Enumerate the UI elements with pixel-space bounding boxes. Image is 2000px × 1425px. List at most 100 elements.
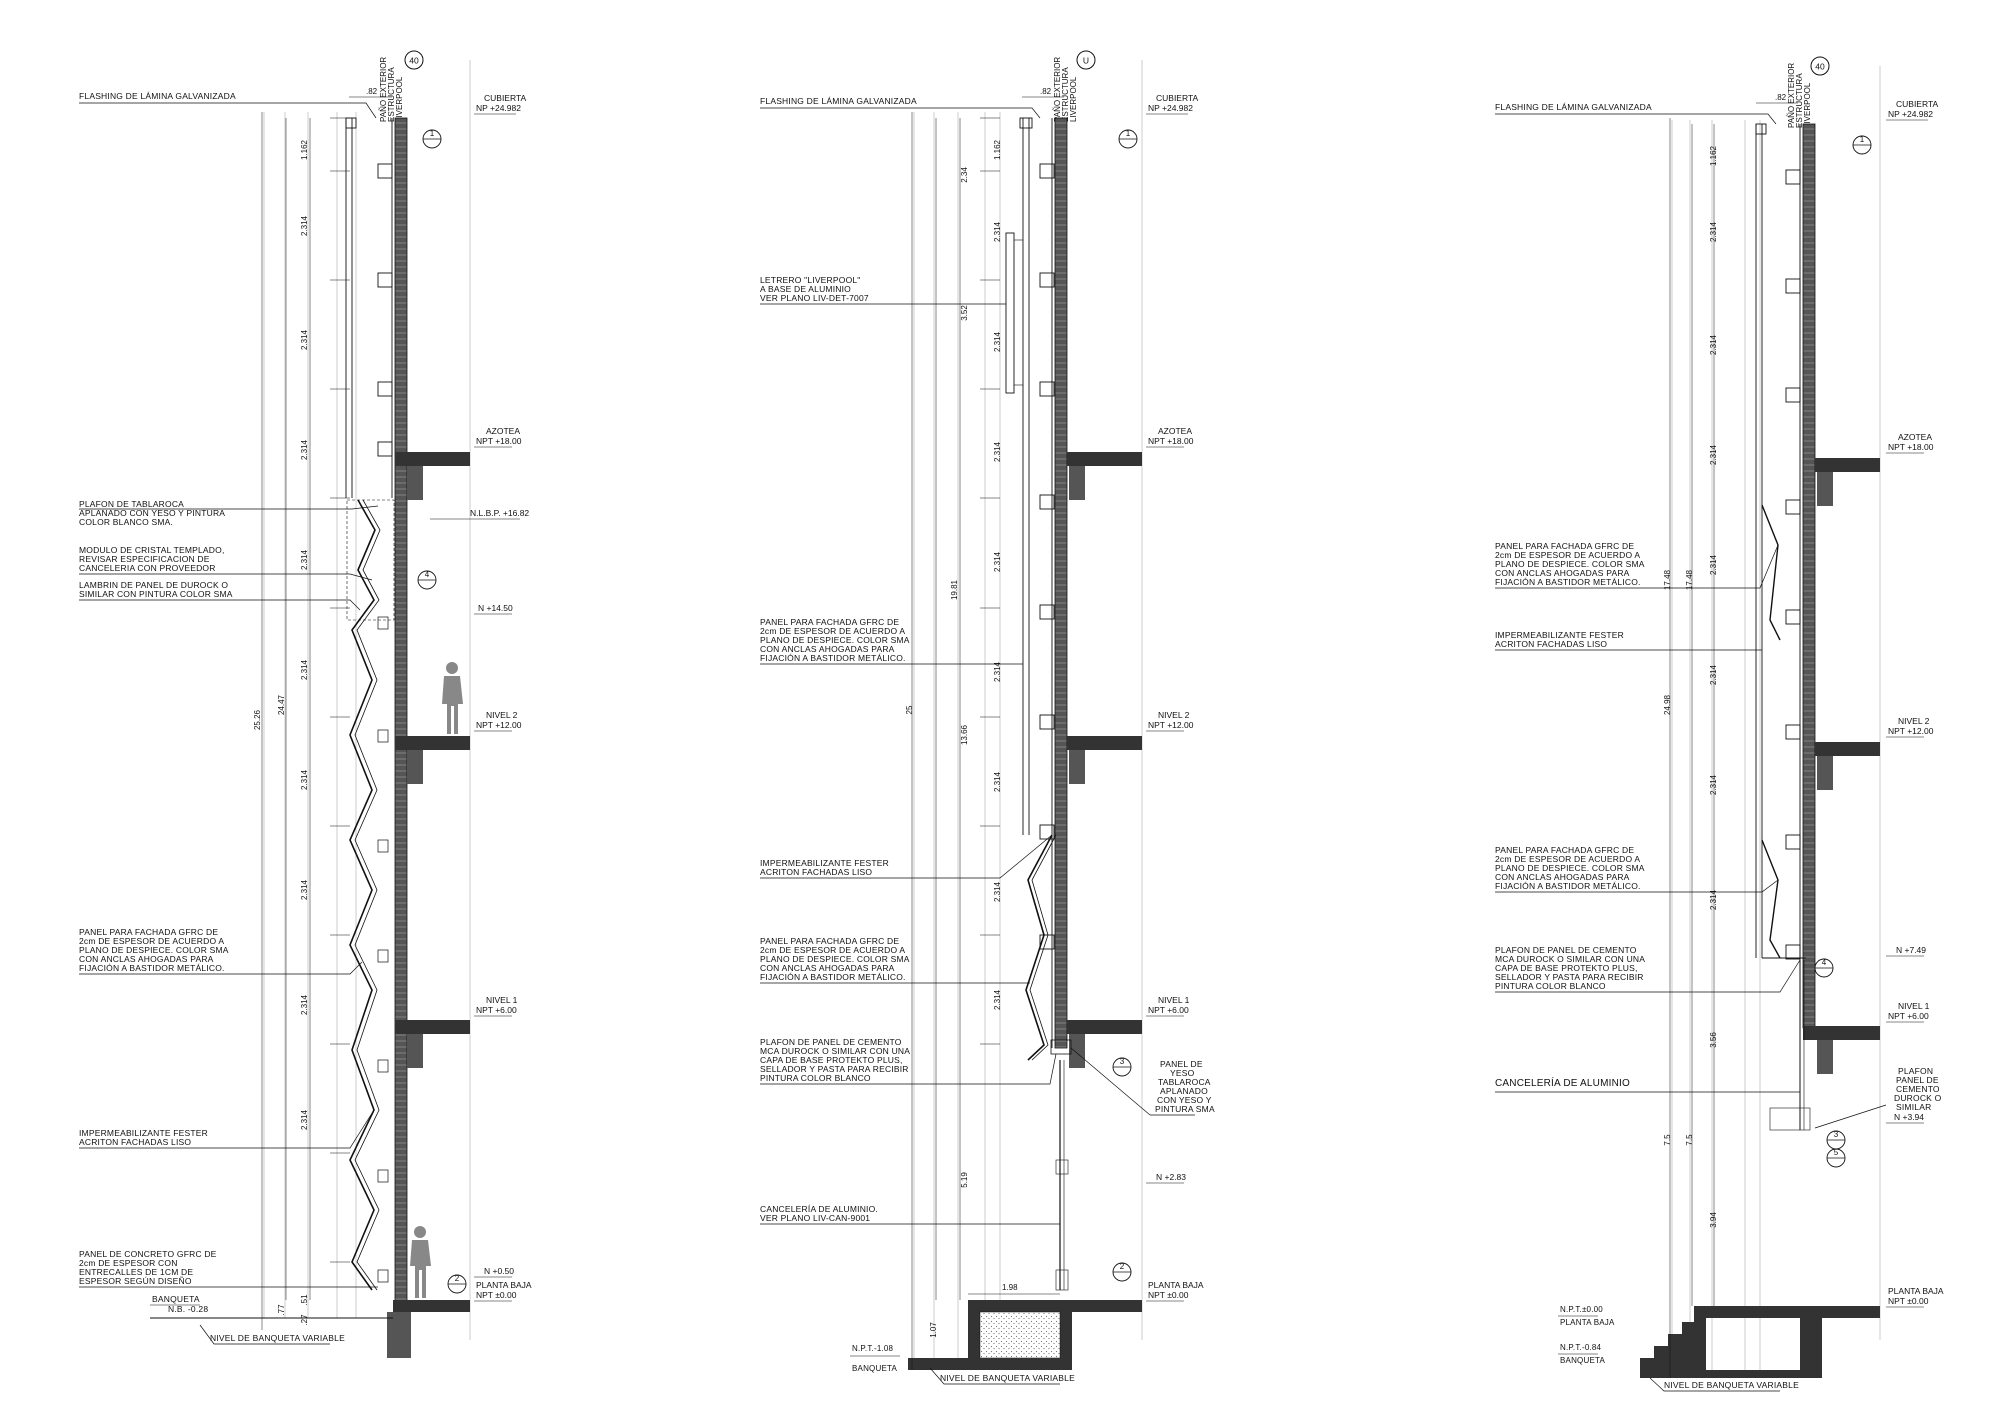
dimension-chain: 1.162 2.314 2.314 2.314 2.314 2.314 2.31… [253, 112, 311, 1330]
level-name: NIVEL 2 [486, 710, 518, 720]
level-value: NP +24.982 [476, 103, 521, 113]
dimension-label: 2.314 [1709, 444, 1718, 465]
sidewalk [1640, 1370, 1822, 1378]
axis-bubble: U [1076, 50, 1096, 70]
level-name: AZOTEA [1158, 426, 1192, 436]
dimension-label: 25.26 [253, 709, 262, 730]
note-text: NIVEL DE BANQUETA VARIABLE [940, 1373, 1075, 1383]
note-text: CON YESO Y [1157, 1095, 1212, 1105]
structural-wall [394, 117, 408, 1319]
note-text: PANEL DE [1160, 1059, 1203, 1069]
dimension-label: 2.314 [300, 659, 309, 680]
note-text: FLASHING DE LÁMINA GALVANIZADA [760, 96, 917, 106]
annotation-notes: FLASHING DE LÁMINA GALVANIZADA PANEL PAR… [1495, 102, 1941, 1392]
facade-folded-panels [349, 499, 376, 1291]
section-1: 40 PAÑO EXTERIOR ESTRUCTURA LIVERPOOL .8… [79, 50, 532, 1358]
note-text: N.P.T.±0.00 [1560, 1305, 1603, 1314]
level-value: NPT ±0.00 [1148, 1290, 1189, 1300]
dimension-label: 2.314 [993, 989, 1002, 1010]
note-text: BANQUETA [152, 1294, 200, 1304]
note-text: PLANO DE DESPIECE. COLOR SMA [760, 954, 910, 964]
marker-number: 2 [455, 1274, 460, 1283]
slab-nivel-1 [1803, 1026, 1880, 1040]
note-text: 2cm DE ESPESOR DE ACUERDO A [760, 626, 905, 636]
note-text: FIJACIÓN A BASTIDOR METÁLICO. [1495, 577, 1641, 587]
facade-upper-frame [345, 117, 393, 498]
level-name: PLANTA BAJA [476, 1280, 532, 1290]
note-text: PLAFON [1898, 1066, 1933, 1076]
section-3: 40 PAÑO EXTERIOR ESTRUCTURA LIVERPOOL .8… [1495, 56, 1944, 1392]
note-text: CON ANCLAS AHOGADAS PARA [1495, 872, 1630, 882]
level-name: AZOTEA [486, 426, 520, 436]
note-text: PANEL DE CONCRETO GFRC DE [79, 1249, 217, 1259]
dimension-label: .77 [277, 1304, 286, 1316]
plafond-detail [1769, 1107, 1811, 1131]
soffit-detail [1050, 1039, 1072, 1055]
dimension-label: .27 [300, 1314, 309, 1326]
level-name: CUBIERTA [1156, 93, 1199, 103]
level-value: N +7.49 [1896, 945, 1926, 955]
note-text: SELLADOR Y PASTA PARA RECIBIR [760, 1064, 909, 1074]
note-text: YESO [1170, 1068, 1195, 1078]
top-label: LIVERPOOL [1803, 82, 1812, 128]
note-text: ACRITON FACHADAS LISO [760, 867, 872, 877]
note-text: MCA DUROCK O SIMILAR CON UNA [1495, 954, 1645, 964]
axis-bubble: 40 [1810, 56, 1830, 76]
level-name: CUBIERTA [484, 93, 527, 103]
dimension-label: 3.94 [1709, 1212, 1718, 1228]
slab-azotea [1067, 452, 1142, 466]
dimension-label: 3.56 [1709, 1032, 1718, 1048]
beam [1069, 750, 1085, 784]
note-text: PLANTA BAJA [1560, 1318, 1615, 1327]
note-text: CAPA DE BASE PROTEKTO PLUS, [760, 1055, 903, 1065]
dimension-label: 2.314 [993, 551, 1002, 572]
dimension-label: .82 [366, 87, 378, 96]
slab-nivel-1 [1067, 1020, 1142, 1034]
note-text: N.P.T.-0.84 [1560, 1343, 1602, 1352]
dimension-label: 2.314 [993, 661, 1002, 682]
detail-marker: 4 [1814, 958, 1834, 978]
level-value: N +0.50 [484, 1266, 514, 1276]
dimension-label: 24.98 [1663, 694, 1672, 715]
dimension-label: 2.314 [300, 215, 309, 236]
level-value: NPT +6.00 [1888, 1011, 1929, 1021]
dimension-label: 1.162 [300, 139, 309, 160]
level-labels: CUBIERTA NP +24.982 AZOTEA NPT +18.00 NI… [1886, 99, 1944, 1308]
note-text: CANCELERIA CON PROVEEDOR [79, 563, 216, 573]
dimension-label: 2.314 [300, 1109, 309, 1130]
panel-anchors [377, 616, 389, 1283]
dimension-label: 7.5 [1685, 1134, 1694, 1146]
beam [1069, 1034, 1085, 1068]
level-value: NPT +6.00 [1148, 1005, 1189, 1015]
facade-folded-panels [1025, 834, 1053, 1061]
note-text: ACRITON FACHADAS LISO [1495, 639, 1607, 649]
dimension-label: 25 [905, 705, 914, 714]
level-name: AZOTEA [1898, 432, 1932, 442]
note-text: CAPA DE BASE PROTEKTO PLUS, [1495, 963, 1638, 973]
dimension-chain: 1.162 2.34 2.314 3.52 2.314 2.314 2.314 … [905, 112, 1060, 1370]
note-text: N.B. -0.28 [168, 1304, 208, 1314]
note-text: CEMENTO [1896, 1084, 1940, 1094]
note-text: FLASHING DE LÁMINA GALVANIZADA [1495, 102, 1652, 112]
construction-lines [1671, 66, 1881, 1372]
note-text: COLOR BLANCO SMA. [79, 517, 173, 527]
footing [387, 1312, 411, 1358]
note-text: PINTURA COLOR BLANCO [1495, 981, 1606, 991]
level-value: NPT +6.00 [476, 1005, 517, 1015]
slab-azotea [1815, 458, 1880, 472]
axis-label: 40 [1815, 62, 1825, 72]
level-value: N +3.94 [1894, 1112, 1924, 1122]
note-text: PINTURA COLOR BLANCO [760, 1073, 871, 1083]
level-name: CUBIERTA [1896, 99, 1939, 109]
dimension-label: 17.48 [1685, 569, 1694, 590]
detail-marker: 5 [1826, 1148, 1846, 1168]
top-label: ESTRUCTURA [387, 67, 396, 122]
note-text: IMPERMEABILIZANTE FESTER [1495, 630, 1624, 640]
detail-marker: 2 [447, 1274, 467, 1294]
note-text: FIJACIÓN A BASTIDOR METÁLICO. [760, 653, 906, 663]
dimension-label: 2.314 [300, 769, 309, 790]
top-labels: PAÑO EXTERIOR ESTRUCTURA LIVERPOOL [379, 57, 404, 122]
dimension-label: 2.314 [300, 439, 309, 460]
dimension-label: 2.34 [960, 167, 969, 183]
